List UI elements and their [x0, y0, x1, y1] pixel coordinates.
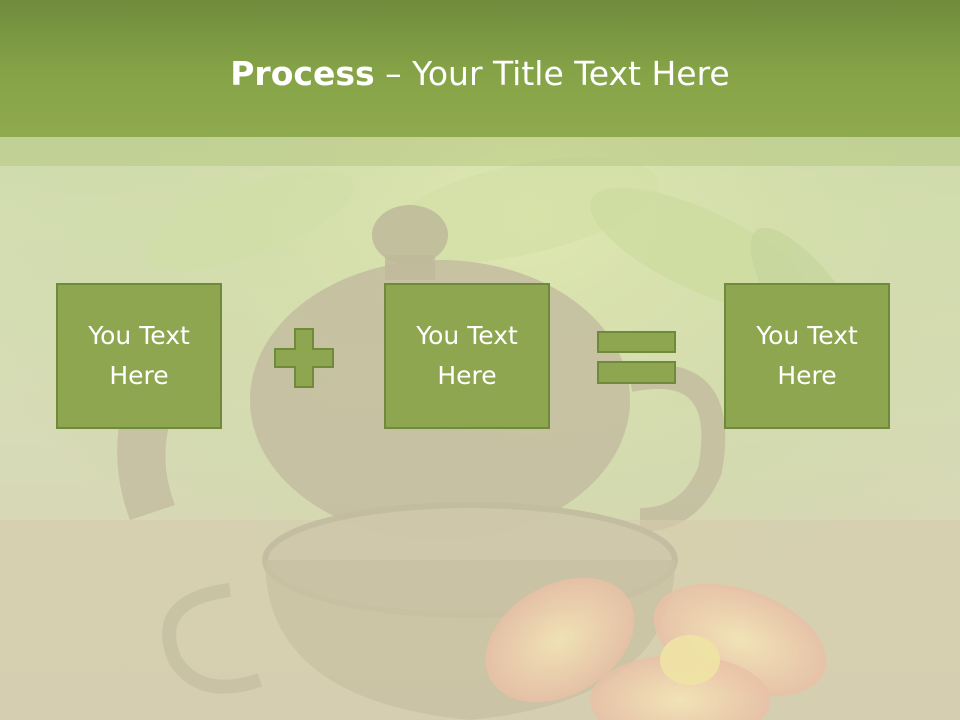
title-text: – Your Title Text Here: [374, 54, 730, 93]
slide-title: Process – Your Title Text Here: [0, 52, 960, 96]
equals-icon: [597, 331, 676, 384]
text-box-1[interactable]: You Text Here: [56, 283, 222, 429]
plus-icon: [274, 328, 334, 388]
text-box-label: You Text Here: [88, 321, 190, 390]
text-box-3[interactable]: You Text Here: [724, 283, 890, 429]
text-box-label: You Text Here: [756, 321, 858, 390]
text-box-label: You Text Here: [416, 321, 518, 390]
header-bar: [0, 0, 960, 137]
header-band: [0, 137, 960, 166]
text-box-2[interactable]: You Text Here: [384, 283, 550, 429]
title-bold: Process: [230, 54, 375, 93]
